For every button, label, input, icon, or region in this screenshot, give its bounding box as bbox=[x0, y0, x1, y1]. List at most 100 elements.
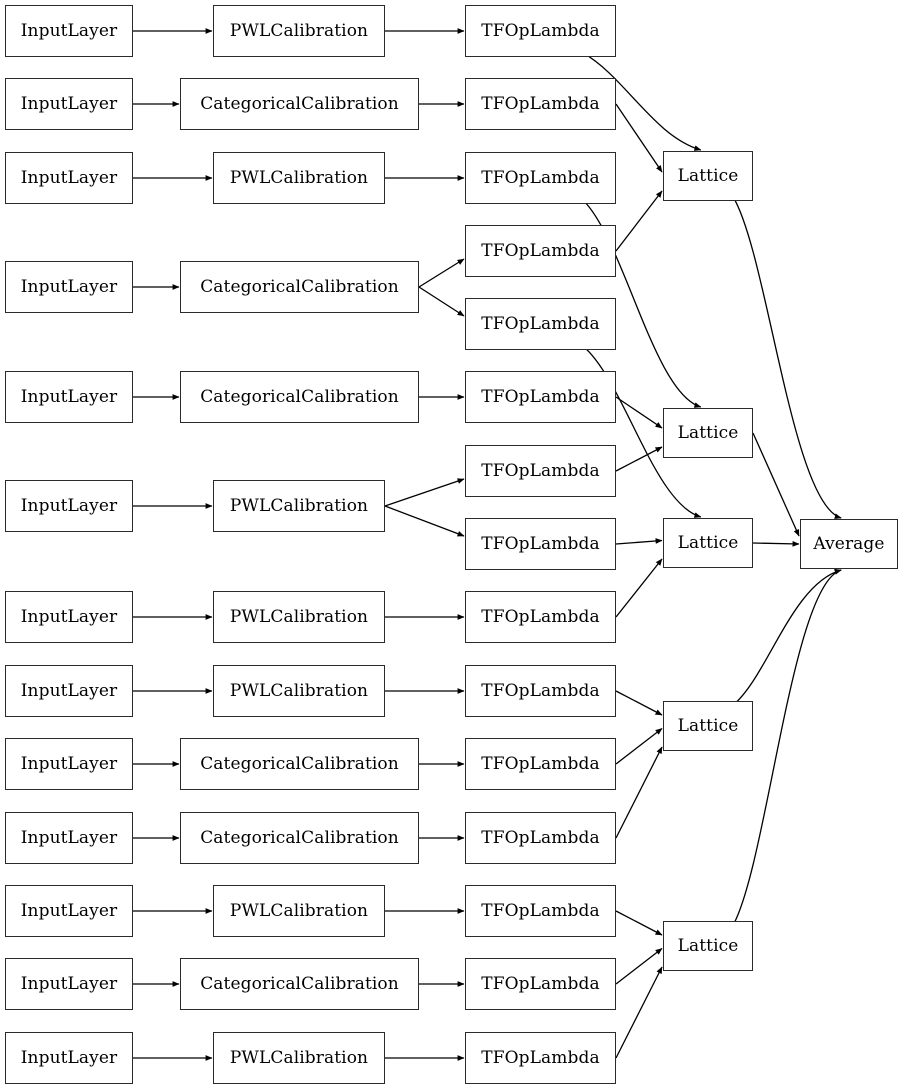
graph-node-label: TFOpLambda bbox=[481, 753, 600, 774]
graph-edge bbox=[615, 190, 663, 252]
graph-node-input: InputLayer bbox=[5, 812, 133, 864]
graph-node-tfop: TFOpLambda bbox=[465, 78, 616, 130]
graph-node-pwl: PWLCalibration bbox=[213, 591, 385, 643]
graph-node-pwl: PWLCalibration bbox=[213, 5, 385, 57]
graph-node-label: InputLayer bbox=[20, 167, 118, 188]
graph-node-lattice: Lattice bbox=[663, 408, 753, 458]
graph-node-label: CategoricalCalibration bbox=[200, 753, 399, 774]
graph-node-pwl: PWLCalibration bbox=[213, 885, 385, 937]
graph-node-label: TFOpLambda bbox=[481, 386, 600, 407]
graph-node-pwl: PWLCalibration bbox=[213, 152, 385, 204]
graph-node-label: PWLCalibration bbox=[229, 900, 369, 921]
graph-node-label: TFOpLambda bbox=[481, 93, 600, 114]
graph-edge bbox=[418, 258, 465, 288]
graph-edge bbox=[752, 540, 800, 547]
graph-node-tfop: TFOpLambda bbox=[465, 812, 616, 864]
graph-node-pwl: PWLCalibration bbox=[213, 665, 385, 717]
graph-edge bbox=[615, 396, 663, 429]
graph-node-label: InputLayer bbox=[20, 93, 118, 114]
graph-node-label: InputLayer bbox=[20, 1047, 118, 1068]
graph-node-input: InputLayer bbox=[5, 591, 133, 643]
graph-edge bbox=[732, 196, 842, 519]
graph-node-label: PWLCalibration bbox=[229, 606, 369, 627]
graph-node-input: InputLayer bbox=[5, 480, 133, 532]
graph-node-label: TFOpLambda bbox=[481, 313, 600, 334]
graph-node-label: PWLCalibration bbox=[229, 20, 369, 41]
graph-node-lattice: Lattice bbox=[663, 921, 753, 971]
graph-edge bbox=[615, 910, 663, 936]
graph-node-label: CategoricalCalibration bbox=[200, 973, 399, 994]
graph-node-label: TFOpLambda bbox=[481, 1047, 600, 1068]
graph-node-tfop: TFOpLambda bbox=[465, 298, 616, 350]
graph-node-label: CategoricalCalibration bbox=[200, 93, 399, 114]
graph-edge bbox=[615, 727, 663, 765]
graph-node-label: TFOpLambda bbox=[481, 606, 600, 627]
graph-node-label: Average bbox=[813, 533, 885, 554]
graph-edge bbox=[615, 446, 663, 472]
graph-node-input: InputLayer bbox=[5, 152, 133, 204]
graph-edge bbox=[615, 746, 663, 839]
graph-node-tfop: TFOpLambda bbox=[465, 225, 616, 277]
graph-node-tfop: TFOpLambda bbox=[465, 885, 616, 937]
graph-node-label: Lattice bbox=[677, 532, 739, 553]
graph-node-input: InputLayer bbox=[5, 738, 133, 790]
graph-node-tfop: TFOpLambda bbox=[465, 958, 616, 1010]
graph-edge bbox=[615, 947, 663, 985]
graph-node-label: TFOpLambda bbox=[481, 240, 600, 261]
graph-node-label: PWLCalibration bbox=[229, 1047, 369, 1068]
graph-node-tfop: TFOpLambda bbox=[465, 518, 616, 570]
graph-node-label: InputLayer bbox=[20, 753, 118, 774]
graph-node-label: CategoricalCalibration bbox=[200, 827, 399, 848]
graph-node-tfop: TFOpLambda bbox=[465, 5, 616, 57]
graph-edge bbox=[615, 103, 663, 173]
graph-edge bbox=[384, 478, 465, 507]
graph-edge bbox=[418, 286, 465, 317]
graph-node-tfop: TFOpLambda bbox=[465, 371, 616, 423]
graph-node-tfop: TFOpLambda bbox=[465, 738, 616, 790]
graph-node-input: InputLayer bbox=[5, 78, 133, 130]
graph-node-label: InputLayer bbox=[20, 900, 118, 921]
graph-node-label: TFOpLambda bbox=[481, 533, 600, 554]
graph-node-categorical: CategoricalCalibration bbox=[180, 738, 419, 790]
graph-node-label: CategoricalCalibration bbox=[200, 276, 399, 297]
graph-node-pwl: PWLCalibration bbox=[213, 480, 385, 532]
graph-node-label: PWLCalibration bbox=[229, 167, 369, 188]
graph-node-lattice: Lattice bbox=[663, 518, 753, 568]
graph-edge bbox=[615, 966, 663, 1059]
graph-node-tfop: TFOpLambda bbox=[465, 1032, 616, 1084]
graph-node-label: TFOpLambda bbox=[481, 900, 600, 921]
graph-node-input: InputLayer bbox=[5, 885, 133, 937]
graph-node-tfop: TFOpLambda bbox=[465, 665, 616, 717]
graph-node-input: InputLayer bbox=[5, 5, 133, 57]
graph-node-label: TFOpLambda bbox=[481, 973, 600, 994]
graph-node-label: TFOpLambda bbox=[481, 680, 600, 701]
graph-edge bbox=[384, 505, 465, 537]
graph-node-lattice: Lattice bbox=[663, 701, 753, 751]
graph-node-label: Lattice bbox=[677, 935, 739, 956]
graph-node-pwl: PWLCalibration bbox=[213, 1032, 385, 1084]
graph-node-label: TFOpLambda bbox=[481, 827, 600, 848]
graph-node-label: CategoricalCalibration bbox=[200, 386, 399, 407]
graph-node-input: InputLayer bbox=[5, 371, 133, 423]
graph-node-categorical: CategoricalCalibration bbox=[180, 261, 419, 313]
graph-node-label: InputLayer bbox=[20, 495, 118, 516]
graph-node-input: InputLayer bbox=[5, 665, 133, 717]
graph-node-average: Average bbox=[800, 519, 898, 569]
graph-node-categorical: CategoricalCalibration bbox=[180, 371, 419, 423]
graph-node-label: InputLayer bbox=[20, 680, 118, 701]
graph-node-label: InputLayer bbox=[20, 276, 118, 297]
graph-node-input: InputLayer bbox=[5, 261, 133, 313]
graph-node-label: TFOpLambda bbox=[481, 167, 600, 188]
graph-edge bbox=[732, 569, 842, 706]
graph-node-tfop: TFOpLambda bbox=[465, 445, 616, 497]
graph-node-tfop: TFOpLambda bbox=[465, 591, 616, 643]
graph-node-categorical: CategoricalCalibration bbox=[180, 958, 419, 1010]
graph-edge bbox=[752, 432, 800, 537]
graph-node-label: TFOpLambda bbox=[481, 460, 600, 481]
graph-edge bbox=[615, 690, 663, 716]
graph-node-input: InputLayer bbox=[5, 1032, 133, 1084]
graph-node-label: InputLayer bbox=[20, 386, 118, 407]
graph-node-categorical: CategoricalCalibration bbox=[180, 78, 419, 130]
graph-node-tfop: TFOpLambda bbox=[465, 152, 616, 204]
